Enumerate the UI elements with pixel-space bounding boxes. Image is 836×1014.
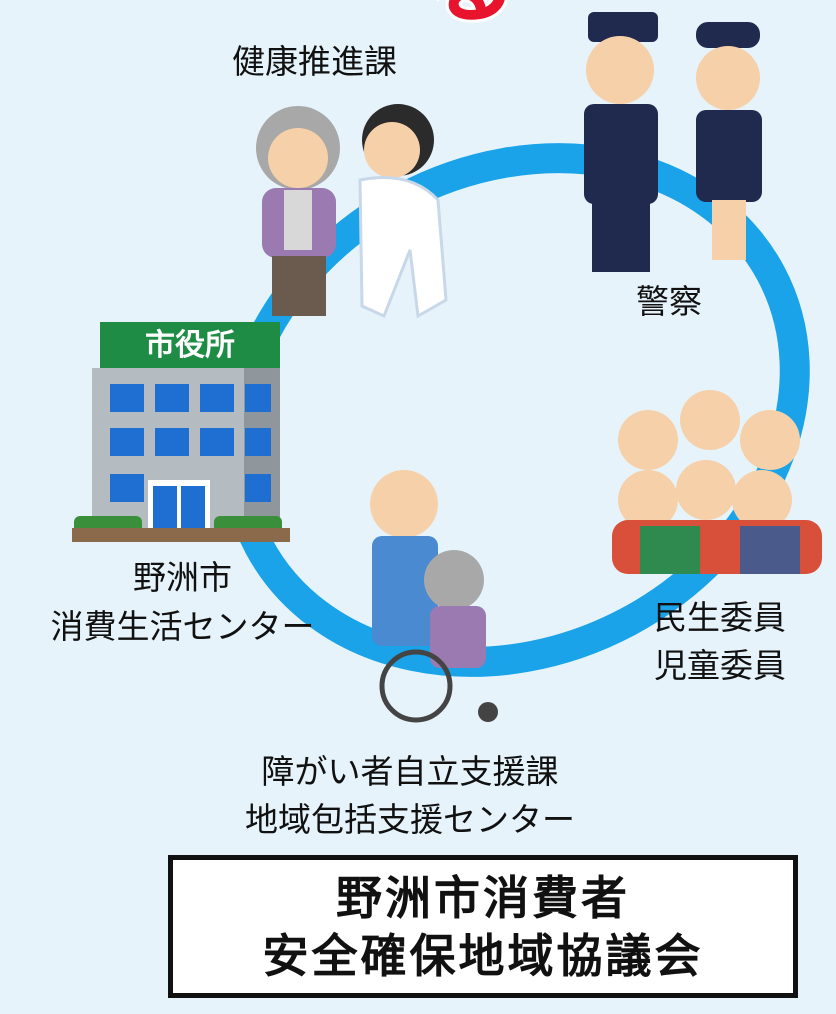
council-title-line2: 安全確保地域協議会	[262, 928, 704, 983]
label-welfare-line1: 民生委員	[654, 598, 786, 637]
label-consumer-center-line2: 消費生活センター	[50, 607, 315, 646]
health-staff-illustration	[256, 104, 448, 319]
label-support-line1: 障がい者自立支援課	[261, 752, 559, 791]
caregiver-wheelchair-illustration	[370, 470, 498, 723]
label-support-line2: 地域包括支援センター	[245, 800, 575, 839]
label-welfare-line2: 児童委員	[654, 646, 786, 685]
label-police: 警察	[636, 282, 702, 321]
label-health-promotion: 健康推進課	[232, 42, 397, 81]
label-consumer-center-line1: 野洲市	[133, 558, 232, 597]
council-title-line1: 野洲市消費者	[336, 870, 630, 925]
council-title-box: 野洲市消費者 安全確保地域協議会	[168, 855, 798, 998]
police-officers-illustration	[584, 12, 762, 272]
top-partial-heading: る	[422, 0, 518, 37]
city-hall-sign: 市役所	[145, 328, 235, 363]
community-group-illustration	[612, 390, 822, 574]
city-hall-building-icon: 市役所	[72, 322, 290, 542]
